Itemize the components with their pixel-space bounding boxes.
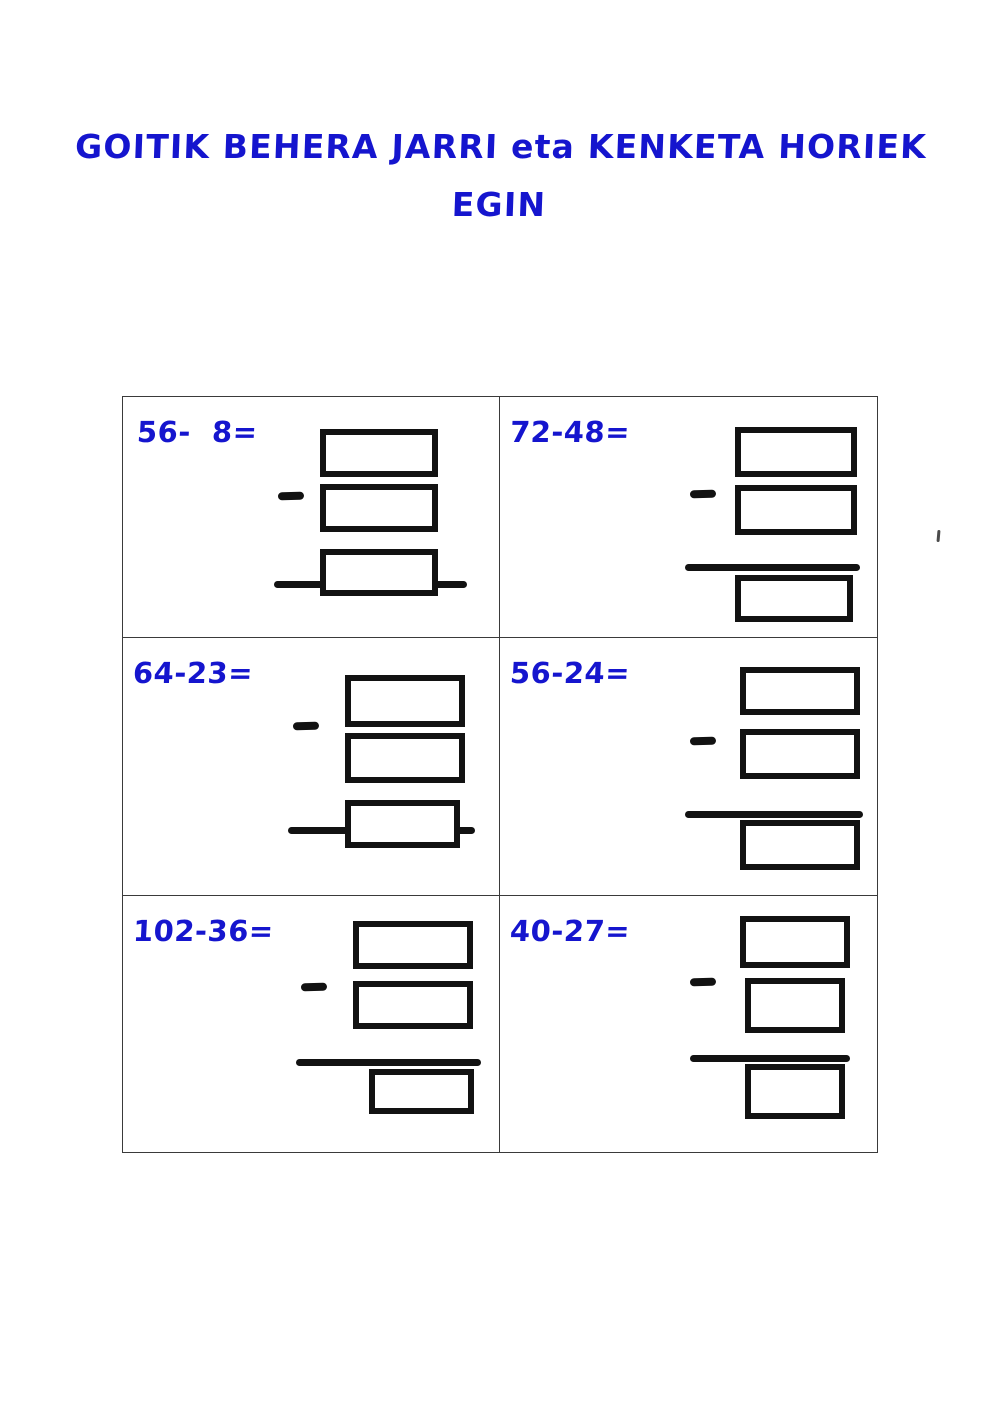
problem-label-5: 102-36= [132,914,275,948]
answer-box-minuend[interactable] [345,675,465,727]
answer-box-subtrahend[interactable] [320,484,438,532]
answer-box-result[interactable] [345,800,460,848]
sum-rule-line [296,1059,481,1066]
minus-sign-icon [277,491,305,501]
problem-cell-1: 56- 8= [123,397,500,638]
problem-label-2: 72-48= [509,415,631,449]
sum-rule-line [685,564,860,571]
problem-cell-6: 40-27= [500,896,877,1152]
minus-sign-icon [689,736,717,746]
answer-box-subtrahend[interactable] [745,978,845,1033]
answer-box-minuend[interactable] [320,429,438,477]
problem-cell-2: 72-48= [500,397,877,638]
problem-cell-3: 64-23= [123,638,500,896]
answer-box-subtrahend[interactable] [735,485,857,535]
problem-label-6: 40-27= [509,914,631,948]
problem-label-4: 56-24= [509,656,631,690]
sum-rule-line [690,1055,850,1062]
problem-grid: 56- 8= 72-48= 64-23= 5 [122,396,878,1153]
answer-box-subtrahend[interactable] [740,729,860,779]
answer-box-subtrahend[interactable] [353,981,473,1029]
answer-box-result[interactable] [320,549,438,596]
answer-box-minuend[interactable] [353,921,473,969]
stray-ink-mark [936,529,941,543]
answer-box-result[interactable] [369,1069,474,1114]
problem-label-1: 56- 8= [136,415,259,449]
answer-box-result[interactable] [740,820,860,870]
answer-box-minuend[interactable] [735,427,857,477]
answer-box-result[interactable] [745,1064,845,1119]
problem-label-3: 64-23= [132,656,254,690]
answer-box-subtrahend[interactable] [345,733,465,783]
minus-sign-icon [300,982,328,992]
problem-cell-5: 102-36= [123,896,500,1152]
answer-box-minuend[interactable] [740,667,860,715]
sum-rule-line [685,811,863,818]
minus-sign-icon [689,977,717,987]
page-title: GOITIK BEHERA JARRI eta KENKETA HORIEK E… [74,127,928,224]
answer-box-result[interactable] [735,575,853,622]
answer-box-minuend[interactable] [740,916,850,968]
minus-sign-icon [689,489,717,499]
problem-cell-4: 56-24= [500,638,877,896]
minus-sign-icon [292,721,320,731]
